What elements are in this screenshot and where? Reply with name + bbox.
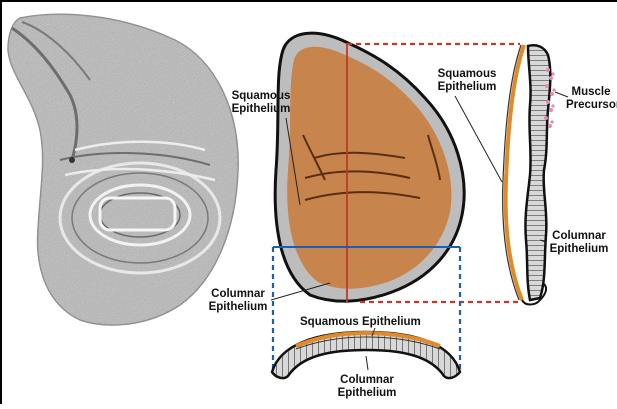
label-line: Columnar bbox=[546, 230, 612, 243]
label-columnar-epithelium-bottom: Columnar Epithelium bbox=[334, 374, 400, 400]
label-line: Epithelium bbox=[203, 301, 273, 314]
label-line: Squamous Epithelium bbox=[300, 316, 421, 328]
ap-cross-section bbox=[503, 45, 556, 305]
label-line: Muscle bbox=[566, 86, 616, 99]
label-squamous-epithelium-center: Squamous Epithelium bbox=[230, 90, 292, 116]
label-line: Epithelium bbox=[334, 387, 400, 400]
label-squamous-epithelium-bottom: Squamous Epithelium bbox=[300, 316, 421, 329]
label-squamous-epithelium-right: Squamous Epithelium bbox=[434, 68, 500, 94]
label-line: Squamous bbox=[434, 68, 500, 81]
label-line: Epithelium bbox=[434, 81, 500, 94]
label-line: Columnar bbox=[203, 288, 273, 301]
label-line: Epithelium bbox=[230, 103, 292, 116]
label-line: Columnar bbox=[334, 374, 400, 387]
label-columnar-epithelium-left: Columnar Epithelium bbox=[203, 288, 273, 314]
label-line: Squamous bbox=[230, 90, 292, 103]
label-muscle-precursor: Muscle Precursor bbox=[566, 86, 617, 112]
label-line: Precursor bbox=[566, 99, 617, 112]
wing-disc-micrograph bbox=[8, 14, 238, 325]
label-line: Epithelium bbox=[546, 243, 612, 256]
dv-cross-section bbox=[272, 332, 460, 378]
label-columnar-epithelium-right: Columnar Epithelium bbox=[546, 230, 612, 256]
